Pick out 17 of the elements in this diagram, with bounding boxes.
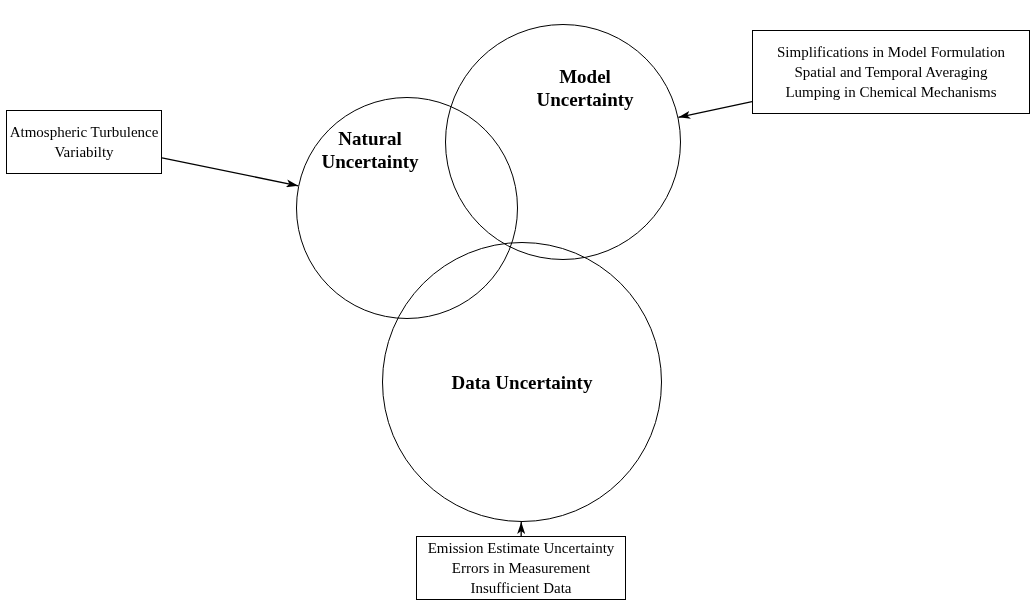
text-box [752, 30, 1030, 114]
box-text: Atmospheric Turbulence [9, 123, 159, 142]
box-text: Simplifications in Model Formulation [777, 43, 1005, 62]
text-box [6, 110, 162, 174]
circle-label: Data Uncertainty [451, 370, 593, 394]
text-box [416, 536, 626, 600]
box-text: Variabilty [54, 143, 114, 162]
box-text: Spatial and Temporal Averaging [794, 63, 988, 82]
arrow [677, 101, 753, 119]
arrow [517, 521, 526, 537]
arrow [161, 157, 299, 188]
box-text: Emission Estimate Uncertainty [427, 539, 615, 558]
circle-label: Natural Uncertainty [320, 127, 420, 173]
box-text: Lumping in Chemical Mechanisms [785, 83, 997, 102]
circle-label: Model Uncertainty [535, 65, 635, 111]
box-text: Errors in Measurement [451, 559, 591, 578]
box-text: Insufficient Data [470, 579, 572, 598]
